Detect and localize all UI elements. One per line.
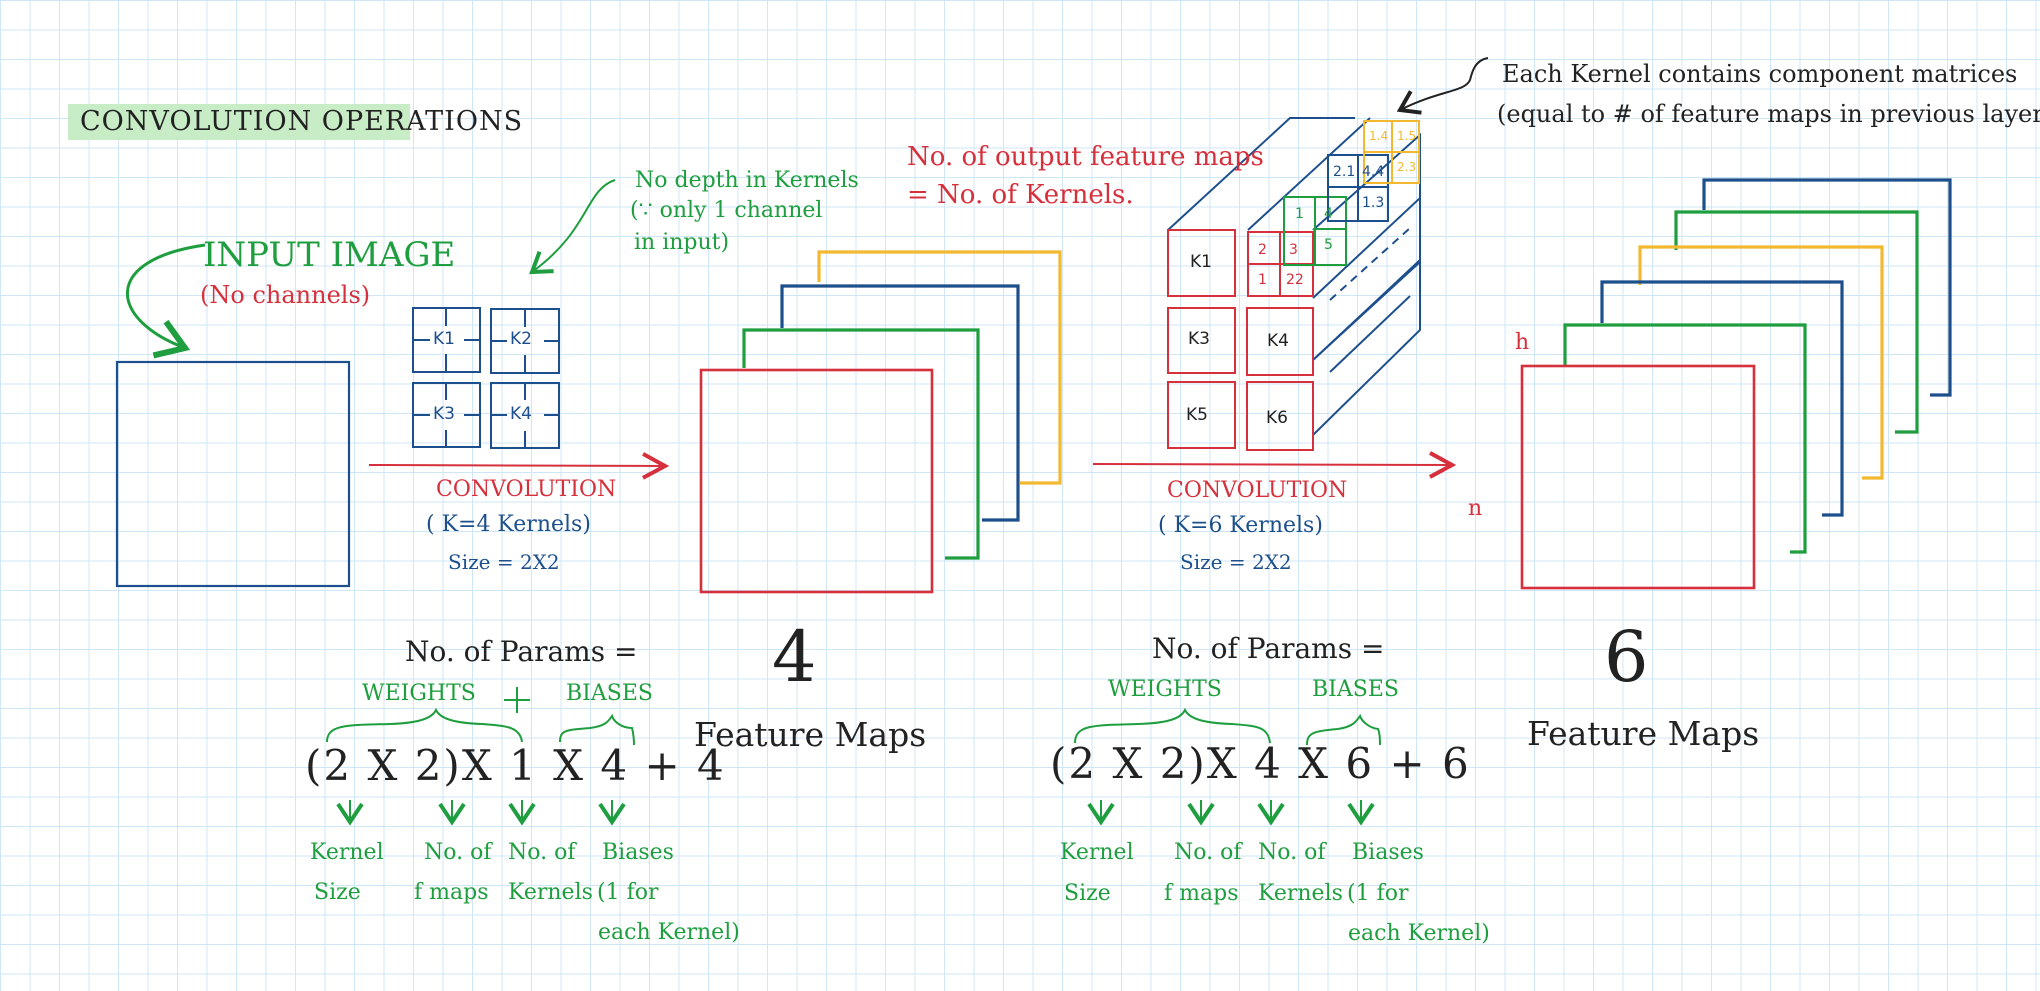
conv1-arrow (368, 465, 665, 466)
params1-ann-kernel-2: Size (314, 880, 361, 905)
maps1-label: Feature Maps (694, 715, 927, 754)
component-arrow (1396, 57, 1489, 115)
conv1-kernels: ( K=4 Kernels) (426, 512, 591, 537)
input-arrow (126, 243, 206, 359)
input-image-label: INPUT IMAGE (203, 235, 456, 275)
comp-green-a: 1 (1295, 206, 1304, 222)
conv2-arrow (1092, 464, 1452, 465)
params1-ann-kernel-1: Kernel (310, 840, 384, 865)
comp-yellow-b: 1.5 (1397, 129, 1417, 143)
params2-ann-kernels-2: Kernels (1258, 881, 1343, 906)
params2-ann-kernel-2: Size (1064, 881, 1111, 906)
kernel2-k6-label: K6 (1266, 408, 1288, 428)
params1-ann-biases-1: Biases (602, 840, 674, 865)
dim-h-label: h (1515, 330, 1530, 355)
params2-ann-kernel-1: Kernel (1060, 840, 1134, 865)
kernel-k3-label: K3 (433, 404, 455, 424)
output-maps-line1: No. of output feature maps (907, 142, 1264, 172)
params1-braces (326, 687, 635, 746)
comp-red-a: 2 (1258, 242, 1267, 258)
params1-ann-maps-1: No. of (424, 840, 492, 865)
params2-ann-biases-2: (1 for (1347, 881, 1409, 906)
params2-ann-biases-3: each Kernel) (1348, 921, 1490, 946)
conv2-label: CONVOLUTION (1167, 478, 1348, 503)
no-depth-line3: in input) (634, 230, 730, 255)
params1-formula: (2 X 2)X 1 X 4 + 4 (305, 741, 726, 790)
params1-heading: No. of Params = (405, 635, 638, 668)
kernel2-k3-label: K3 (1188, 329, 1210, 349)
comp-green-b: 4 (1324, 206, 1333, 222)
component-note-line1: Each Kernel contains component matrices (1502, 60, 2018, 88)
comp-red-b: 3 (1289, 242, 1298, 258)
page-title: CONVOLUTION OPERATIONS (80, 106, 524, 137)
component-note-line2: (equal to # of feature maps in previous … (1497, 100, 2040, 128)
params1-ann-biases-2: (1 for (597, 880, 659, 905)
conv2-size: Size = 2X2 (1180, 550, 1292, 574)
kernel-k4-label: K4 (510, 404, 532, 424)
params2-ann-kernels-1: No. of (1258, 840, 1326, 865)
comp-blue-a: 2.1 (1333, 164, 1356, 180)
params2-weights: WEIGHTS (1108, 677, 1222, 702)
comp-yellow-c: 2.3 (1397, 160, 1417, 174)
conv1-label: CONVOLUTION (436, 477, 617, 502)
params2-ann-maps-2: f maps (1164, 881, 1239, 906)
params1-ann-kernels-1: No. of (508, 840, 576, 865)
params2-formula: (2 X 2)X 4 X 6 + 6 (1050, 739, 1471, 788)
params2-ann-biases-1: Biases (1352, 840, 1424, 865)
dim-w-label: n (1468, 496, 1483, 521)
comp-red-c: 1 (1258, 272, 1267, 288)
kernel-block-3d (1167, 117, 1421, 451)
output-maps-line2: = No. of Kernels. (907, 180, 1134, 210)
kernels-layer1 (412, 307, 560, 449)
comp-blue-b: 4.4 (1362, 164, 1385, 180)
conv1-size: Size = 2X2 (448, 550, 560, 574)
input-image-sublabel: (No channels) (200, 281, 371, 309)
params1-ann-maps-2: f maps (414, 880, 489, 905)
params1-arrows (336, 800, 626, 826)
comp-red-d: 22 (1286, 272, 1304, 288)
params1-biases: BIASES (566, 681, 653, 706)
maps2-count: 6 (1604, 616, 1649, 698)
conv2-kernels: ( K=6 Kernels) (1158, 513, 1323, 538)
params2-braces (1074, 707, 1381, 746)
kernel2-k5-label: K5 (1186, 405, 1208, 425)
kernel-k2-label: K2 (510, 329, 532, 349)
feature-maps-2 (1520, 178, 1952, 590)
params1-ann-kernels-2: Kernels (508, 880, 593, 905)
params2-arrows (1087, 800, 1375, 826)
params1-ann-biases-3: each Kernel) (598, 920, 740, 945)
feature-maps-1 (699, 250, 1062, 594)
input-image-box (115, 360, 351, 588)
no-depth-arrow (529, 179, 616, 275)
params2-biases: BIASES (1312, 677, 1399, 702)
no-depth-line2: (∵ only 1 channel (630, 198, 823, 223)
kernel2-k4-label: K4 (1267, 331, 1289, 351)
params2-heading: No. of Params = (1152, 632, 1385, 665)
comp-yellow-a: 1.4 (1369, 129, 1389, 143)
comp-green-c: 5 (1324, 237, 1333, 253)
kernel-k1-label: K1 (433, 329, 455, 349)
maps2-label: Feature Maps (1527, 714, 1760, 753)
params1-weights: WEIGHTS (362, 681, 476, 706)
comp-blue-c: 1.3 (1362, 195, 1385, 211)
maps1-count: 4 (772, 616, 817, 698)
kernel2-k1-label: K1 (1190, 252, 1212, 272)
params1-plus: + (510, 690, 511, 691)
title-highlight (68, 104, 410, 140)
no-depth-line1: No depth in Kernels (635, 168, 859, 193)
params2-ann-maps-1: No. of (1174, 840, 1242, 865)
